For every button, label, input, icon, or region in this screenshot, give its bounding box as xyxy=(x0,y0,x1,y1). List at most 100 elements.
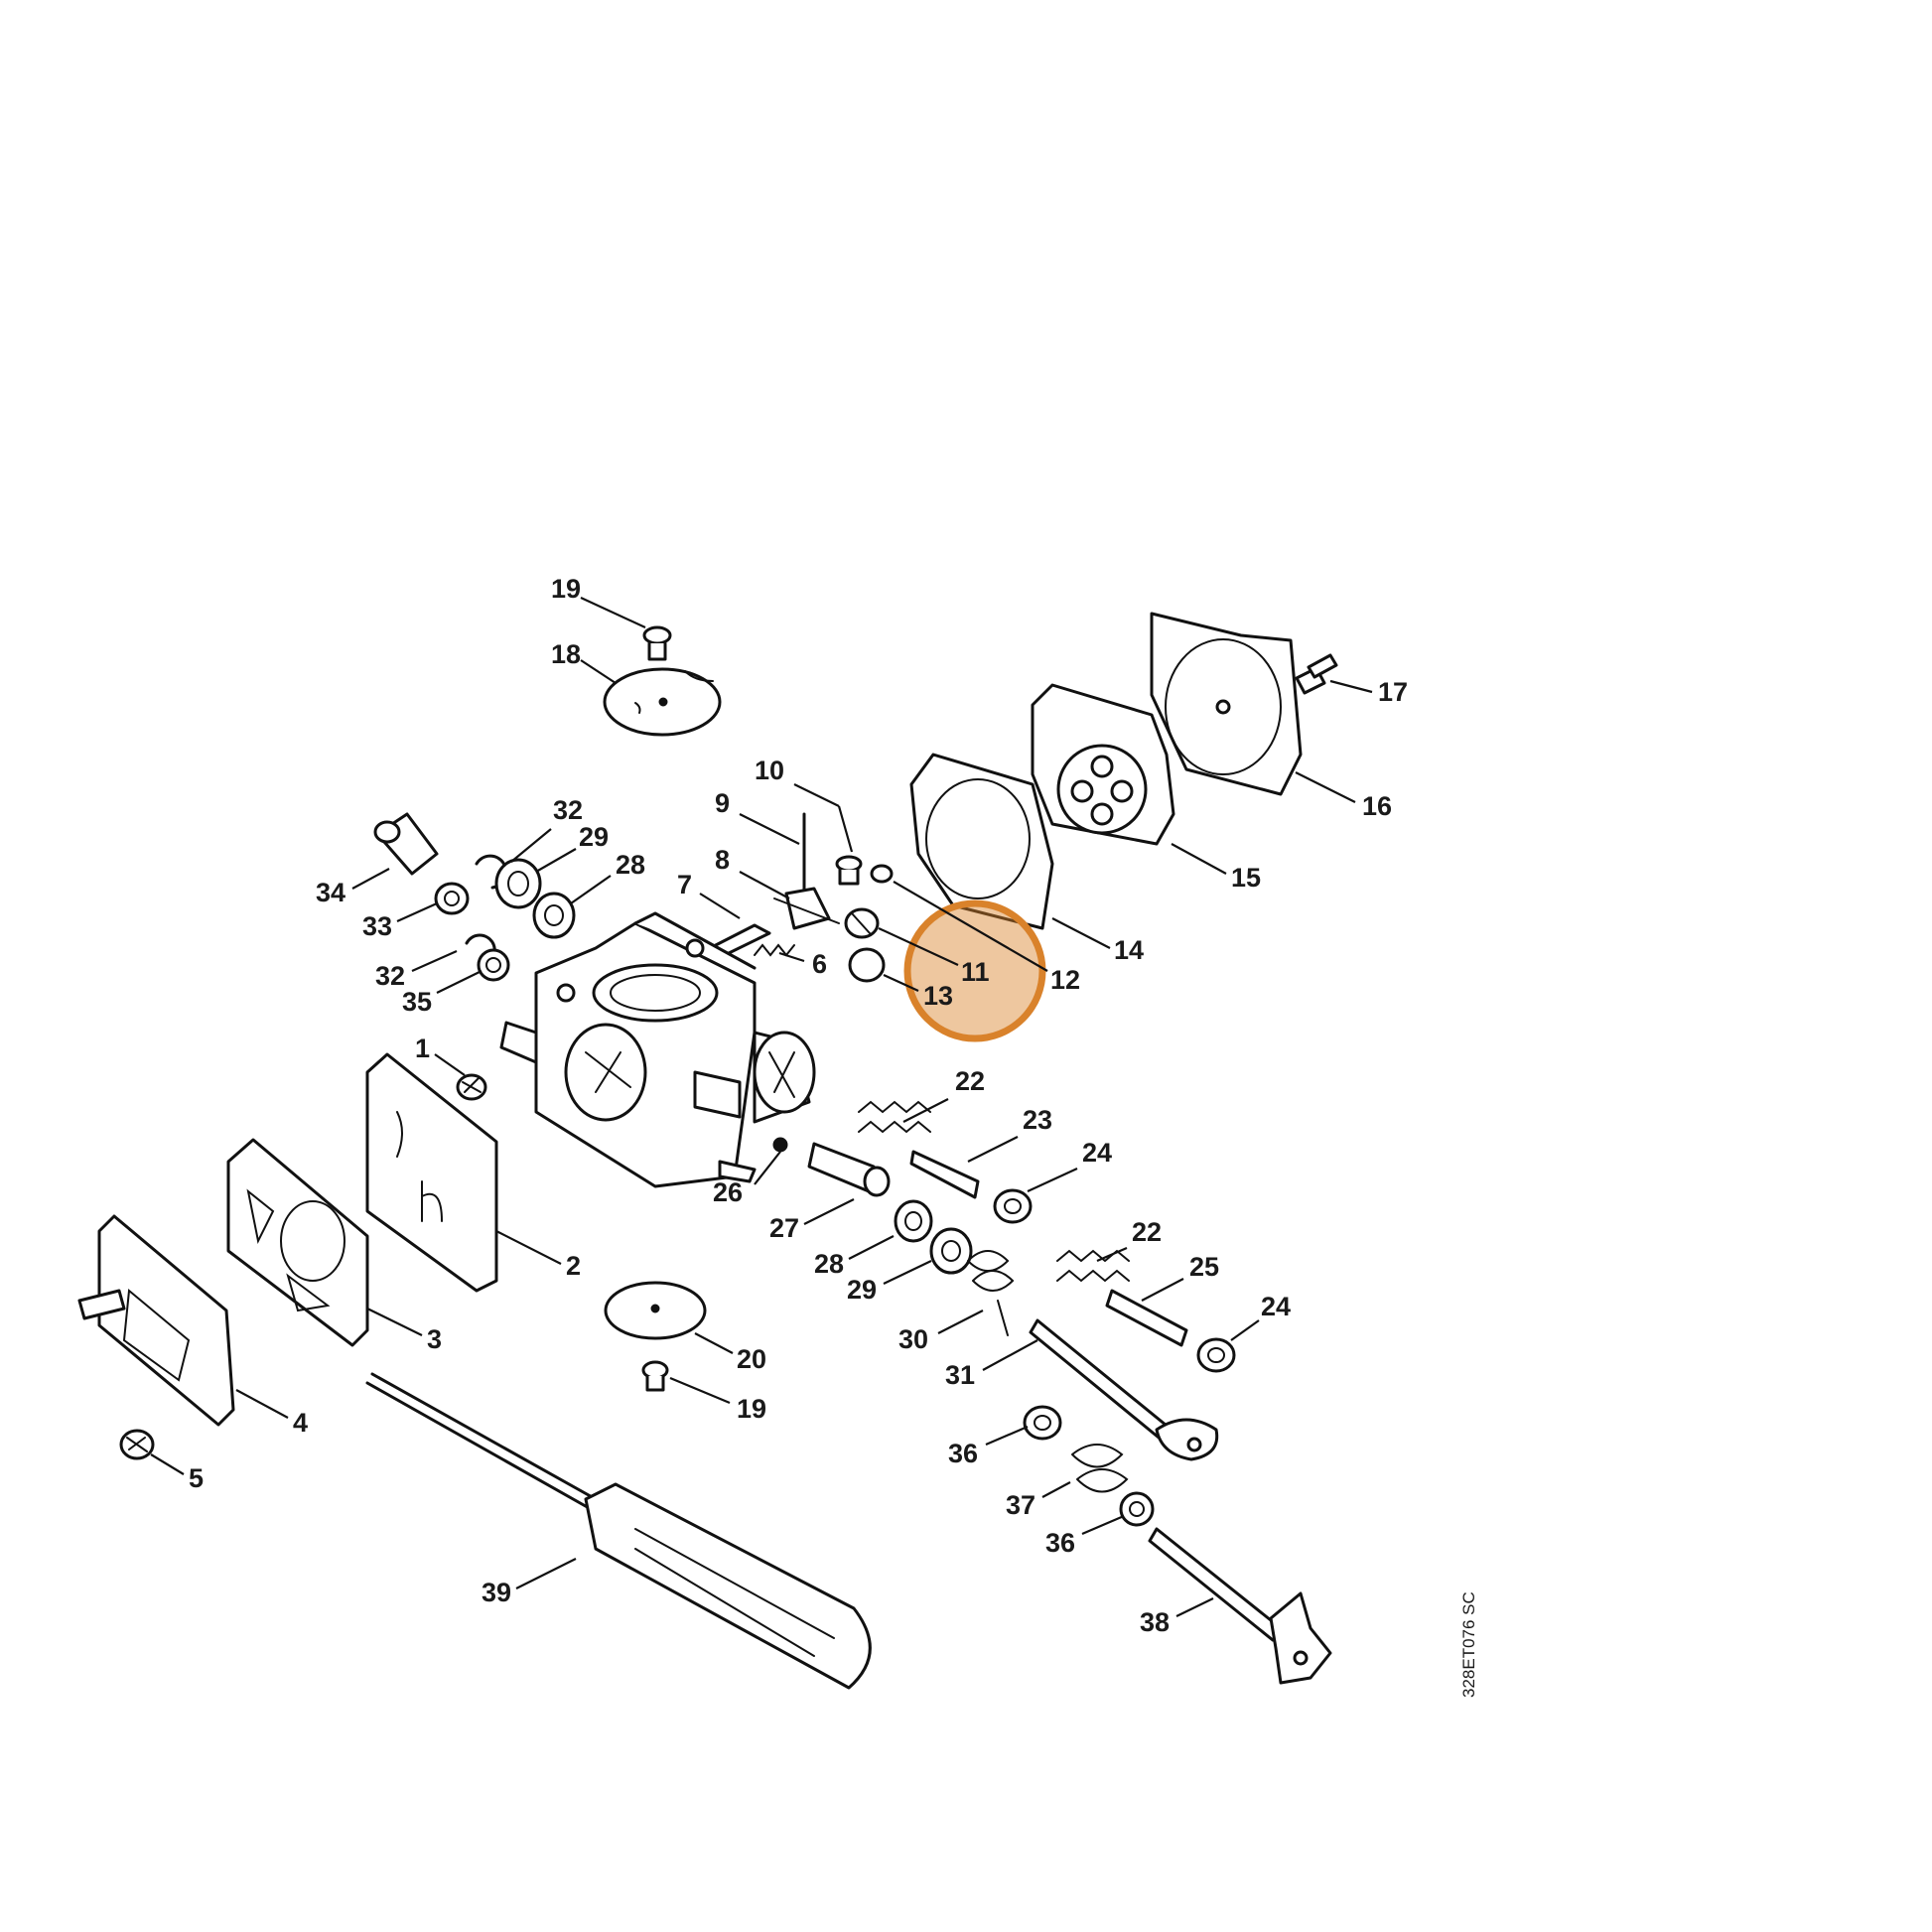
part-24-cap-lower xyxy=(1196,1337,1236,1373)
svg-text:28: 28 xyxy=(814,1249,844,1279)
part-carburetor-body xyxy=(499,911,816,1188)
part-30-spring xyxy=(967,1250,1015,1336)
callout-15[interactable]: 15 xyxy=(1171,843,1261,893)
callout-1[interactable]: 1 xyxy=(415,1034,466,1076)
svg-text:14: 14 xyxy=(1114,935,1144,965)
part-3-plate xyxy=(226,1138,369,1347)
svg-text:17: 17 xyxy=(1378,677,1408,707)
callout-4[interactable]: 4 xyxy=(235,1389,308,1438)
callout-6[interactable]: 6 xyxy=(778,949,827,979)
svg-text:10: 10 xyxy=(755,756,784,785)
part-28-bushing-lower xyxy=(894,1199,933,1243)
part-13-ring xyxy=(848,947,886,983)
callout-12[interactable]: 12 xyxy=(893,881,1080,995)
svg-text:12: 12 xyxy=(1050,965,1080,995)
callout-32-top[interactable]: 32 xyxy=(510,795,583,863)
svg-text:37: 37 xyxy=(1006,1490,1035,1520)
callout-20[interactable]: 20 xyxy=(694,1332,766,1374)
svg-text:4: 4 xyxy=(293,1408,308,1438)
svg-text:34: 34 xyxy=(316,878,345,907)
part-23-needle xyxy=(909,1150,980,1199)
callout-17[interactable]: 17 xyxy=(1329,677,1408,707)
callout-19-top[interactable]: 19 xyxy=(551,574,646,628)
callout-36-bottom[interactable]: 36 xyxy=(1045,1514,1125,1558)
callout-28-bottom[interactable]: 28 xyxy=(814,1235,895,1279)
svg-text:15: 15 xyxy=(1231,863,1261,893)
part-19-screw-top xyxy=(642,625,672,661)
svg-text:38: 38 xyxy=(1140,1607,1170,1637)
callout-35[interactable]: 35 xyxy=(402,970,483,1017)
part-28-bushing-upper xyxy=(532,892,576,939)
part-36-washer-lower xyxy=(1119,1491,1155,1527)
svg-text:16: 16 xyxy=(1362,791,1392,821)
part-12-nozzle xyxy=(870,864,894,884)
callout-9[interactable]: 9 xyxy=(715,788,800,845)
parts-artwork xyxy=(77,612,1338,1690)
callout-2[interactable]: 2 xyxy=(495,1230,581,1281)
part-20-plate xyxy=(604,1281,707,1340)
svg-text:24: 24 xyxy=(1261,1292,1291,1321)
callout-14[interactable]: 14 xyxy=(1051,917,1144,965)
callout-29-top[interactable]: 29 xyxy=(535,822,609,873)
callout-34[interactable]: 34 xyxy=(316,868,390,907)
svg-text:11: 11 xyxy=(961,957,990,987)
callout-28-top[interactable]: 28 xyxy=(570,850,645,904)
svg-text:18: 18 xyxy=(551,639,581,669)
svg-text:26: 26 xyxy=(713,1177,743,1207)
svg-text:1: 1 xyxy=(415,1034,430,1063)
callout-22-top[interactable]: 22 xyxy=(902,1066,985,1123)
callout-27[interactable]: 27 xyxy=(769,1198,855,1243)
svg-text:5: 5 xyxy=(189,1463,204,1493)
svg-text:29: 29 xyxy=(847,1275,877,1305)
callout-38[interactable]: 38 xyxy=(1140,1597,1214,1637)
callout-8[interactable]: 8 xyxy=(715,845,790,899)
part-26-ball xyxy=(772,1137,788,1153)
callout-37[interactable]: 37 xyxy=(1006,1481,1071,1520)
callout-7[interactable]: 7 xyxy=(677,870,741,919)
callout-5[interactable]: 5 xyxy=(150,1453,204,1493)
svg-text:19: 19 xyxy=(737,1394,766,1424)
callout-33[interactable]: 33 xyxy=(362,901,438,941)
part-10-screw xyxy=(835,855,863,886)
svg-text:31: 31 xyxy=(945,1360,975,1390)
svg-text:28: 28 xyxy=(616,850,645,880)
callout-19-bottom[interactable]: 19 xyxy=(669,1376,766,1424)
callout-31[interactable]: 31 xyxy=(945,1339,1038,1390)
callout-10[interactable]: 10 xyxy=(755,756,854,853)
callout-23[interactable]: 23 xyxy=(967,1105,1052,1163)
svg-text:6: 6 xyxy=(812,949,827,979)
svg-text:20: 20 xyxy=(737,1344,766,1374)
part-19-screw-bottom xyxy=(641,1360,669,1392)
callout-24-top[interactable]: 24 xyxy=(1027,1138,1112,1192)
callout-13[interactable]: 13 xyxy=(883,973,953,1011)
callout-25[interactable]: 25 xyxy=(1141,1252,1219,1302)
callout-11[interactable]: 11 xyxy=(878,927,990,987)
part-2-gasket xyxy=(365,1052,498,1293)
part-39-screwdriver xyxy=(365,1372,872,1690)
part-18-plate xyxy=(603,667,722,737)
callout-30[interactable]: 30 xyxy=(898,1310,984,1354)
svg-text:30: 30 xyxy=(898,1324,928,1354)
svg-text:7: 7 xyxy=(677,870,692,899)
part-33-washer xyxy=(434,882,470,915)
part-37-spring xyxy=(1071,1444,1129,1493)
callout-39[interactable]: 39 xyxy=(482,1558,577,1607)
callout-16[interactable]: 16 xyxy=(1295,771,1392,821)
callout-22-bottom[interactable]: 22 xyxy=(1096,1217,1162,1263)
callout-29-bottom[interactable]: 29 xyxy=(847,1260,932,1305)
callout-24-bottom[interactable]: 24 xyxy=(1230,1292,1291,1341)
part-5-screw xyxy=(119,1429,155,1460)
part-24-cap-upper xyxy=(993,1188,1033,1224)
callout-26[interactable]: 26 xyxy=(713,1151,781,1207)
callout-32-bottom[interactable]: 32 xyxy=(375,949,458,991)
callout-3[interactable]: 3 xyxy=(366,1308,442,1354)
callout-highlight-circle[interactable] xyxy=(903,899,1046,1042)
part-14-gasket xyxy=(909,753,1054,930)
part-27-screw xyxy=(807,1142,891,1197)
part-29-washer-lower xyxy=(929,1227,973,1275)
svg-text:29: 29 xyxy=(579,822,609,852)
callout-36-top[interactable]: 36 xyxy=(948,1425,1029,1468)
callout-18[interactable]: 18 xyxy=(551,639,617,684)
part-17-screw xyxy=(1295,653,1338,695)
